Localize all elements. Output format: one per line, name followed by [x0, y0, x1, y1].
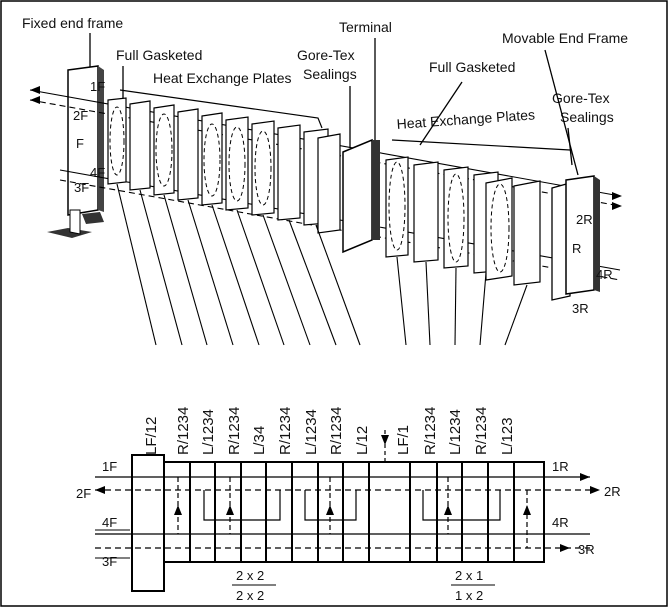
- frame-f-label: F: [76, 136, 84, 151]
- schematic-plate-dividers: [189, 462, 515, 562]
- plate-code-4: R/1234: [226, 407, 243, 455]
- flow-port-3f: 3F: [102, 554, 117, 569]
- plate-code-6: R/1234: [277, 407, 294, 455]
- plate-code-8: R/1234: [328, 407, 345, 455]
- plate-code-10: LF/1: [395, 425, 412, 455]
- plate-code-11: R/1234: [422, 407, 439, 455]
- plate-code-2: R/1234: [175, 407, 192, 455]
- plate-code-5: L/34: [251, 426, 268, 455]
- port-3r: 3R: [572, 301, 589, 316]
- flow-port-2r: 2R: [604, 484, 621, 499]
- schematic-fixed-frame: [131, 454, 165, 592]
- port-2f: 2F: [73, 108, 88, 123]
- pass-right-numerator: 2 x 1: [455, 568, 483, 583]
- gore-tex-left-label-1: Gore-Tex: [297, 47, 355, 63]
- right-plates: [385, 156, 541, 286]
- schematic-arrows: [95, 435, 600, 552]
- flow-port-1r: 1R: [552, 459, 569, 474]
- left-plates: [107, 97, 341, 234]
- label-leaders: [89, 33, 579, 176]
- terminal-plate: [342, 138, 380, 254]
- arrow-right-top: [612, 192, 622, 200]
- port-4r: 4R: [596, 267, 613, 282]
- gore-tex-left-label-2: Sealings: [303, 66, 357, 82]
- plate-code-13: R/1234: [473, 407, 490, 455]
- plate-code-3: L/1234: [200, 409, 217, 455]
- arrow-left-second: [30, 96, 40, 104]
- plate-code-14: L/123: [499, 417, 516, 455]
- port-3f: 3F: [74, 180, 89, 195]
- flow-port-2f: 2F: [76, 486, 91, 501]
- heat-exchange-plates-right-label: Heat Exchange Plates: [396, 106, 535, 132]
- left-plate-gaskets: [109, 106, 272, 206]
- pass-left-denominator: 2 x 2: [236, 588, 264, 603]
- plates-right-bracket: [391, 139, 571, 151]
- flow-port-4f: 4F: [102, 515, 117, 530]
- full-gasketed-left-label: Full Gasketed: [116, 47, 202, 63]
- port-2r: 2R: [576, 212, 593, 227]
- plate-code-connectors: [116, 183, 528, 346]
- heat-exchange-plates-left-label: Heat Exchange Plates: [153, 70, 292, 86]
- pass-right-denominator: 1 x 2: [455, 588, 483, 603]
- plates-left-bracket: [119, 89, 323, 129]
- right-plate-gaskets: [388, 161, 510, 273]
- fixed-end-frame-label: Fixed end frame: [22, 15, 123, 31]
- full-gasketed-right-label: Full Gasketed: [429, 59, 515, 75]
- arrow-left-top: [30, 86, 40, 94]
- pass-left-numerator: 2 x 2: [236, 568, 264, 583]
- gore-tex-right-label-2: Sealings: [560, 109, 614, 125]
- gore-tex-right-label-1: Gore-Tex: [552, 90, 610, 106]
- plate-code-1: LF/12: [143, 417, 160, 455]
- plate-code-7: L/1234: [303, 409, 320, 455]
- flow-port-1f: 1F: [102, 459, 117, 474]
- flow-port-3r: 3R: [578, 542, 595, 557]
- frame-r-label: R: [572, 241, 581, 256]
- arrow-right-second: [612, 202, 622, 210]
- plate-code-9: L/12: [354, 426, 371, 455]
- movable-end-frame: 2R R 4R 3R: [551, 175, 613, 316]
- schematic-flow-lines: [95, 430, 590, 549]
- port-1f: 1F: [90, 79, 105, 94]
- plate-code-12: L/1234: [447, 409, 464, 455]
- movable-end-frame-label: Movable End Frame: [502, 30, 628, 46]
- flow-port-4r: 4R: [552, 515, 569, 530]
- fixed-end-frame: 1F 2F F 4F 3F: [47, 65, 105, 238]
- terminal-label: Terminal: [339, 19, 392, 35]
- plate-codes: LF/12 R/1234 L/1234 R/1234 L/34 R/1234 L…: [143, 407, 516, 455]
